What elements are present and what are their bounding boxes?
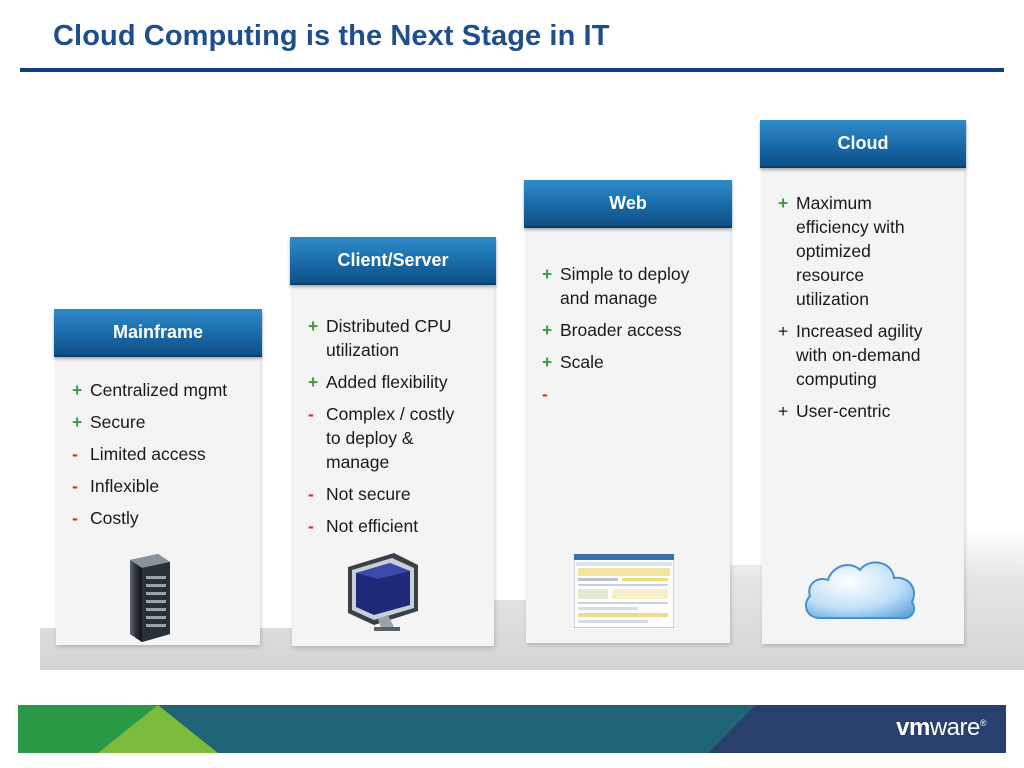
footer-navy-band	[708, 705, 1006, 753]
bullet-item: + Simple to deploy and manage	[542, 262, 718, 310]
column-items-client-server: + Distributed CPU utilization + Added flexib…	[308, 314, 482, 546]
bullet-item: + Scale	[542, 350, 718, 374]
bullet-text-line: Costly	[90, 508, 139, 528]
column-header-web: Web	[524, 180, 732, 228]
minus-marker: -	[72, 476, 78, 496]
bullet-item: + User-centric	[778, 399, 952, 423]
column-client-server: Client/Server + Distributed CPU utilizatio…	[290, 237, 496, 646]
bullet-text-line: efficiency with	[796, 217, 905, 237]
web-page-screenshot-icon	[573, 553, 675, 629]
minus-marker: -	[72, 508, 78, 528]
minus-marker: -	[542, 384, 548, 404]
bullet-text-line: utilization	[796, 289, 869, 309]
bullet-text-line: computing	[796, 369, 877, 389]
title-divider	[20, 68, 1004, 72]
bullet-text-line: Increased agility	[796, 321, 923, 341]
bullet-item: -Not secure	[308, 482, 482, 506]
bullet-text-line: resource	[796, 265, 865, 285]
bullet-text-line: manage	[326, 452, 390, 472]
bullet-item: + Increased agility with on-demand computin…	[778, 319, 952, 391]
plus-marker: +	[542, 320, 553, 340]
bullet-text-line: Not efficient	[326, 516, 419, 536]
bullet-item: -Limited access	[72, 442, 248, 466]
minus-marker: -	[308, 484, 314, 504]
plus-marker: +	[778, 193, 789, 213]
plus-marker: +	[72, 380, 83, 400]
bullet-text-line: optimized	[796, 241, 871, 261]
plus-marker: +	[308, 372, 319, 392]
bullet-text-line: Complex / costly	[326, 404, 455, 424]
bullet-text-line	[560, 382, 718, 406]
bullet-text-line: Scale	[560, 352, 604, 372]
plus-marker: +	[778, 321, 789, 341]
bullet-text-line: utilization	[326, 340, 399, 360]
column-items-cloud: + Maximum efficiency with optimized resource…	[778, 191, 952, 431]
bullet-item: + Added flexibility	[308, 370, 482, 394]
bullet-text-line: to deploy &	[326, 428, 414, 448]
plus-marker: +	[308, 316, 319, 336]
column-header-cloud: Cloud	[760, 120, 966, 168]
column-items-mainframe: +Centralized mgmt+Secure-Limited access-…	[72, 378, 248, 538]
bullet-text-line: Added flexibility	[326, 372, 448, 392]
server-tower-icon	[124, 554, 172, 642]
minus-marker: -	[308, 404, 314, 424]
bullet-text-line: Distributed CPU	[326, 316, 452, 336]
footer-teal-band	[158, 705, 758, 753]
bullet-text-line: User-centric	[796, 401, 891, 421]
bullet-item: -Complex / costly to deploy & manage	[308, 402, 482, 474]
minus-marker: -	[308, 516, 314, 536]
bullet-item: -Costly	[72, 506, 248, 530]
bullet-text-line: Secure	[90, 412, 146, 432]
bullet-text-line: Simple to deploy	[560, 264, 690, 284]
vmware-logo: vmware®	[896, 714, 986, 741]
column-header-client-server: Client/Server	[290, 237, 496, 285]
bullet-item: + Centralized mgmt	[72, 378, 248, 402]
bullet-item: + Maximum efficiency with optimized resource…	[778, 191, 952, 311]
bullet-item: -	[542, 382, 718, 406]
bullet-item: + Distributed CPU utilization	[308, 314, 482, 362]
cloud-icon	[802, 554, 918, 624]
minus-marker: -	[72, 444, 78, 464]
plus-marker: +	[542, 352, 553, 372]
bullet-text-line: Centralized mgmt	[90, 380, 228, 400]
column-items-web: + Simple to deploy and manage + Broader acce…	[542, 262, 718, 414]
plus-marker: +	[72, 412, 83, 432]
footer-bar: vmware®	[18, 705, 1006, 753]
column-cloud: Cloud + Maximum efficiency with optimized re…	[760, 120, 966, 644]
bullet-text-line: Broader access	[560, 320, 682, 340]
slide-title: Cloud Computing is the Next Stage in IT	[53, 20, 610, 52]
bullet-item: -Not efficient	[308, 514, 482, 538]
column-header-mainframe: Mainframe	[54, 309, 262, 357]
bullet-text-line: Limited access	[90, 444, 206, 464]
column-web: Web + Simple to deploy and manage + Broader …	[524, 180, 732, 643]
plus-marker: +	[778, 401, 789, 421]
bullet-text-line: Maximum	[796, 193, 872, 213]
bullet-item: -Inflexible	[72, 474, 248, 498]
bullet-text-line: and manage	[560, 288, 658, 308]
computer-monitor-icon	[344, 553, 424, 633]
bullet-text-line: with on-demand	[796, 345, 921, 365]
bullet-item: + Secure	[72, 410, 248, 434]
column-mainframe: Mainframe +Centralized mgmt+Secure-Limit…	[54, 309, 262, 645]
bullet-text-line: Not secure	[326, 484, 411, 504]
plus-marker: +	[542, 264, 553, 284]
bullet-item: + Broader access	[542, 318, 718, 342]
bullet-text-line: Inflexible	[90, 476, 160, 496]
